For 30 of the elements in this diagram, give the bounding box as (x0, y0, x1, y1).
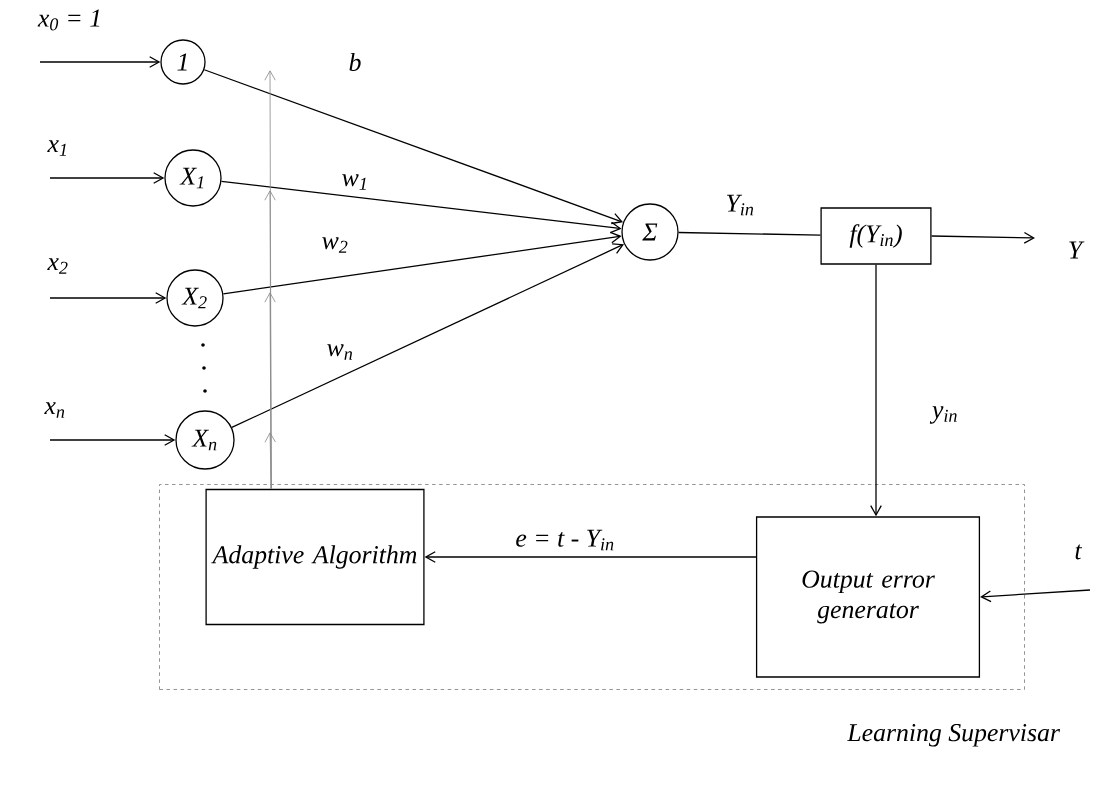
edge-label: x$_{1}$ (46, 139, 70, 157)
arrow (49, 292, 167, 304)
edge-label: w$_{n}$ (325, 343, 355, 361)
process-box: Adaptive Algorithm (205, 488, 425, 626)
arrow (870, 264, 882, 517)
edge-label: e = t - Y$_{in}$ (514, 528, 616, 552)
process-box: f(Y$_{in}$) (820, 207, 932, 265)
edge-label: x$_{0}$ = 1 (36, 8, 104, 32)
edge-label: Y$_{in}$ (724, 193, 756, 217)
arrow (220, 180, 622, 234)
arrow (49, 172, 165, 184)
arrow (980, 589, 1091, 603)
edge-label: t (1073, 543, 1083, 561)
arrow (424, 551, 757, 563)
process-box: Output error generator (755, 516, 981, 678)
edge-label: w$_{1}$ (340, 173, 370, 191)
arrow (222, 231, 622, 295)
arrow (264, 432, 276, 490)
arrow (930, 231, 1035, 244)
edge-label: y$_{in}$ (929, 405, 960, 425)
edge-label: Y (1066, 240, 1085, 260)
node-label: Learning Supervisar (847, 724, 1061, 747)
arrow (203, 69, 624, 225)
arrow (49, 434, 176, 446)
edge-label: b (347, 51, 363, 73)
edge-label: x$_{2}$ (46, 257, 70, 275)
edge-label: w$_{2}$ (320, 236, 350, 254)
edge-label: x$_{n}$ (43, 401, 67, 419)
arrow (39, 56, 161, 68)
arrow (231, 243, 625, 429)
